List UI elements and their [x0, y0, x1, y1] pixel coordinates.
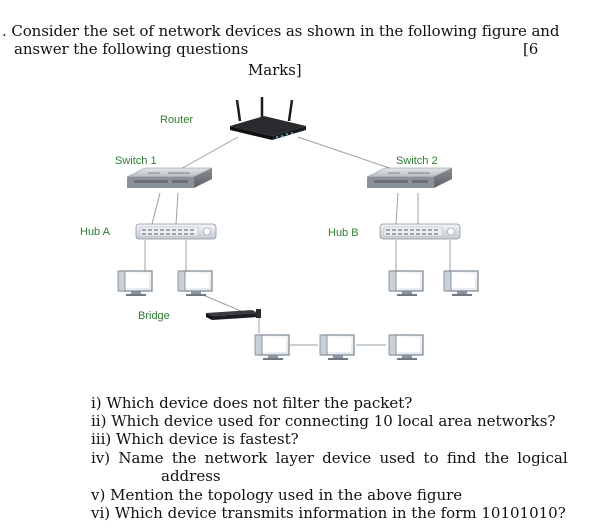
- computer-icon-lan-2: [319, 334, 355, 360]
- hub-b-icon: [379, 223, 461, 240]
- bridge-icon: [206, 309, 261, 320]
- question-intro-line1: . Consider the set of network devices as…: [2, 22, 560, 40]
- link-switch2-hubb-1: [395, 192, 399, 225]
- hub-a-icon: [135, 223, 217, 240]
- computer-icon-hubb-2: [443, 270, 479, 296]
- switch2-icon: [366, 167, 453, 188]
- subquestion-1: i) Which device does not filter the pack…: [91, 394, 413, 412]
- router-icon: [230, 97, 306, 140]
- computer-icon-lan-3: [388, 334, 424, 360]
- marks-open: [6: [523, 40, 539, 58]
- subquestion-4: iv) Name the network layer device used t…: [91, 449, 568, 467]
- computer-icon-huba-2: [177, 270, 213, 296]
- subquestion-3: iii) Which device is fastest?: [91, 430, 299, 448]
- marks-close: Marks]: [248, 61, 302, 79]
- label-switch1: Switch 1: [115, 155, 157, 167]
- label-hub-a: Hub A: [80, 226, 111, 238]
- subquestion-6: vi) Which device transmits information i…: [91, 504, 566, 522]
- subquestion-2: ii) Which device used for connecting 10 …: [91, 412, 556, 430]
- question-intro-line2: answer the following questions: [14, 40, 249, 58]
- network-diagram: Router Switch 1 Switch 2 Hub A Hub B Bri…: [80, 97, 479, 360]
- computer-icon-huba-1: [117, 270, 153, 296]
- link-switch1-huba-1: [151, 192, 161, 225]
- label-router: Router: [160, 114, 193, 126]
- computer-icon-hubb-1: [388, 270, 424, 296]
- label-hub-b: Hub B: [328, 227, 359, 239]
- subquestion-5: v) Mention the topology used in the abov…: [91, 486, 463, 504]
- label-switch2: Switch 2: [396, 155, 438, 167]
- computer-icon-lan-1: [254, 334, 290, 360]
- link-switch1-huba-2: [175, 192, 179, 225]
- switch1-icon: [126, 167, 213, 188]
- subquestion-4-continued: address: [161, 467, 221, 485]
- label-bridge: Bridge: [138, 310, 170, 322]
